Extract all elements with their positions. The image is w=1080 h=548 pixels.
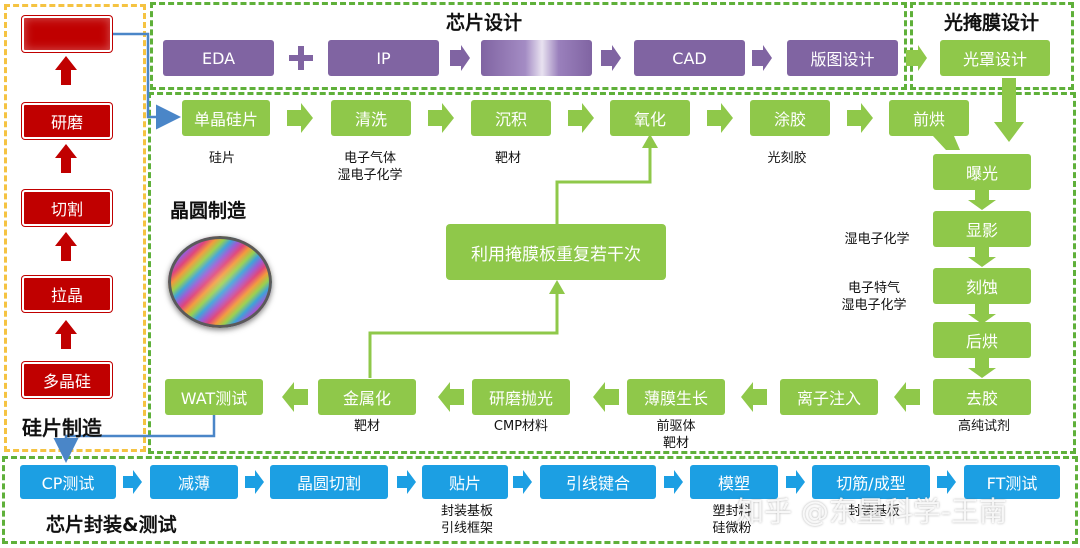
- wafer-step-cutting: 切割: [22, 190, 112, 226]
- fab-right-arrows: [968, 190, 996, 378]
- mask-to-exposure-arrow: [994, 78, 1024, 142]
- fab-step-oxidation: 氧化: [610, 100, 690, 136]
- design-to-mask-arrow: [906, 45, 927, 71]
- packaging-arrows: [123, 470, 956, 494]
- chip-design-connectors: [289, 45, 772, 71]
- chip-design-title: 芯片设计: [446, 12, 523, 34]
- note-gas-chemicals: 电子气体 湿电子化学: [337, 151, 403, 183]
- pkg-step-wire-bonding: 引线键合: [540, 465, 656, 499]
- fab-step-development: 显影: [933, 211, 1031, 247]
- note-package-substrate: 封装基板: [847, 504, 900, 519]
- mask-design-region: [910, 2, 1074, 90]
- chip-design-step-eda: EDA: [163, 40, 274, 76]
- note-precursor-target: 前驱体 靶材: [656, 419, 696, 451]
- wafer-to-fab-connector: [112, 32, 181, 130]
- fab-step-wat-test: WAT测试: [165, 379, 263, 415]
- note-silicon-wafer: 硅片: [208, 151, 235, 166]
- wafer-fab-title: 晶圆制造: [170, 200, 247, 222]
- repeat-loop: [368, 144, 652, 378]
- wafer-step-top: [22, 16, 112, 52]
- fab-top-arrows: [287, 103, 873, 133]
- packaging-region: [2, 456, 1078, 544]
- fab-step-coating: 涂胶: [750, 100, 830, 136]
- fab-step-etching: 刻蚀: [933, 268, 1031, 304]
- prebake-to-exposure-arrow: [933, 136, 960, 150]
- mask-design-step: 光罩设计: [940, 40, 1050, 76]
- fab-step-cleaning: 清洗: [331, 100, 411, 136]
- packaging-title: 芯片封装&测试: [46, 514, 177, 536]
- pkg-step-thinning: 减薄: [150, 465, 238, 499]
- fab-step-deposition: 沉积: [471, 100, 551, 136]
- note-molding-compound: 塑封料 硅微粉: [712, 504, 752, 536]
- mask-design-title: 光掩膜设计: [944, 12, 1040, 34]
- fab-step-prebake: 前烘: [889, 100, 969, 136]
- repeat-loop-arrowhead-2: [642, 134, 658, 148]
- note-photoresist: 光刻胶: [767, 151, 807, 166]
- chip-design-region: [150, 2, 907, 90]
- wafer-step-polysilicon: 多晶硅: [22, 362, 112, 398]
- wafer-making-title: 硅片制造: [22, 416, 102, 440]
- pkg-step-die-attach: 贴片: [422, 465, 508, 499]
- fab-step-metallization: 金属化: [318, 379, 416, 415]
- note-wet-chemicals: 湿电子化学: [844, 232, 910, 247]
- wafer-step-crystal-pulling: 拉晶: [22, 276, 112, 312]
- watermark: 知乎 @东量科学-王南: [736, 495, 1008, 528]
- note-substrate-leadframe: 封装基板 引线框架: [440, 504, 493, 536]
- pkg-step-cp-test: CP测试: [20, 465, 116, 499]
- chip-design-step-cad: CAD: [634, 40, 745, 76]
- fab-step-postbake: 后烘: [933, 322, 1031, 358]
- note-target-metal: 靶材: [353, 419, 380, 434]
- wafer-image: [168, 236, 272, 328]
- chip-design-step-blurred: [481, 40, 592, 76]
- fab-step-resist-strip: 去胶: [933, 379, 1031, 415]
- fab-step-ion-implant: 离子注入: [780, 379, 878, 415]
- pkg-step-trim-form: 切筋/成型: [812, 465, 930, 499]
- pkg-step-dicing: 晶圆切割: [270, 465, 388, 499]
- note-high-purity-reagent: 高纯试剂: [957, 419, 1010, 434]
- pkg-step-molding: 模塑: [690, 465, 778, 499]
- fab-step-exposure: 曝光: [933, 154, 1031, 190]
- fab-step-film-growth: 薄膜生长: [627, 379, 725, 415]
- fab-bottom-arrows: [282, 382, 920, 412]
- fab-step-single-crystal-wafer: 单晶硅片: [182, 100, 270, 136]
- fab-step-cmp: 研磨抛光: [472, 379, 570, 415]
- repeat-loop-arrowhead-1: [549, 280, 565, 294]
- chip-design-step-layout: 版图设计: [787, 40, 898, 76]
- wafer-step-grinding: 研磨: [22, 103, 112, 139]
- wafer-fab-region: [148, 92, 1076, 454]
- fab-to-packaging-connector: [53, 415, 216, 463]
- wafer-up-arrows: [55, 56, 77, 349]
- pkg-step-ft-test: FT测试: [964, 465, 1060, 499]
- repeat-mask-box: 利用掩膜板重复若干次: [446, 224, 666, 280]
- chip-design-step-ip: IP: [328, 40, 439, 76]
- note-target-deposition: 靶材: [494, 151, 521, 166]
- note-special-gas: 电子特气 湿电子化学: [841, 281, 907, 313]
- note-cmp-materials: CMP材料: [493, 419, 549, 434]
